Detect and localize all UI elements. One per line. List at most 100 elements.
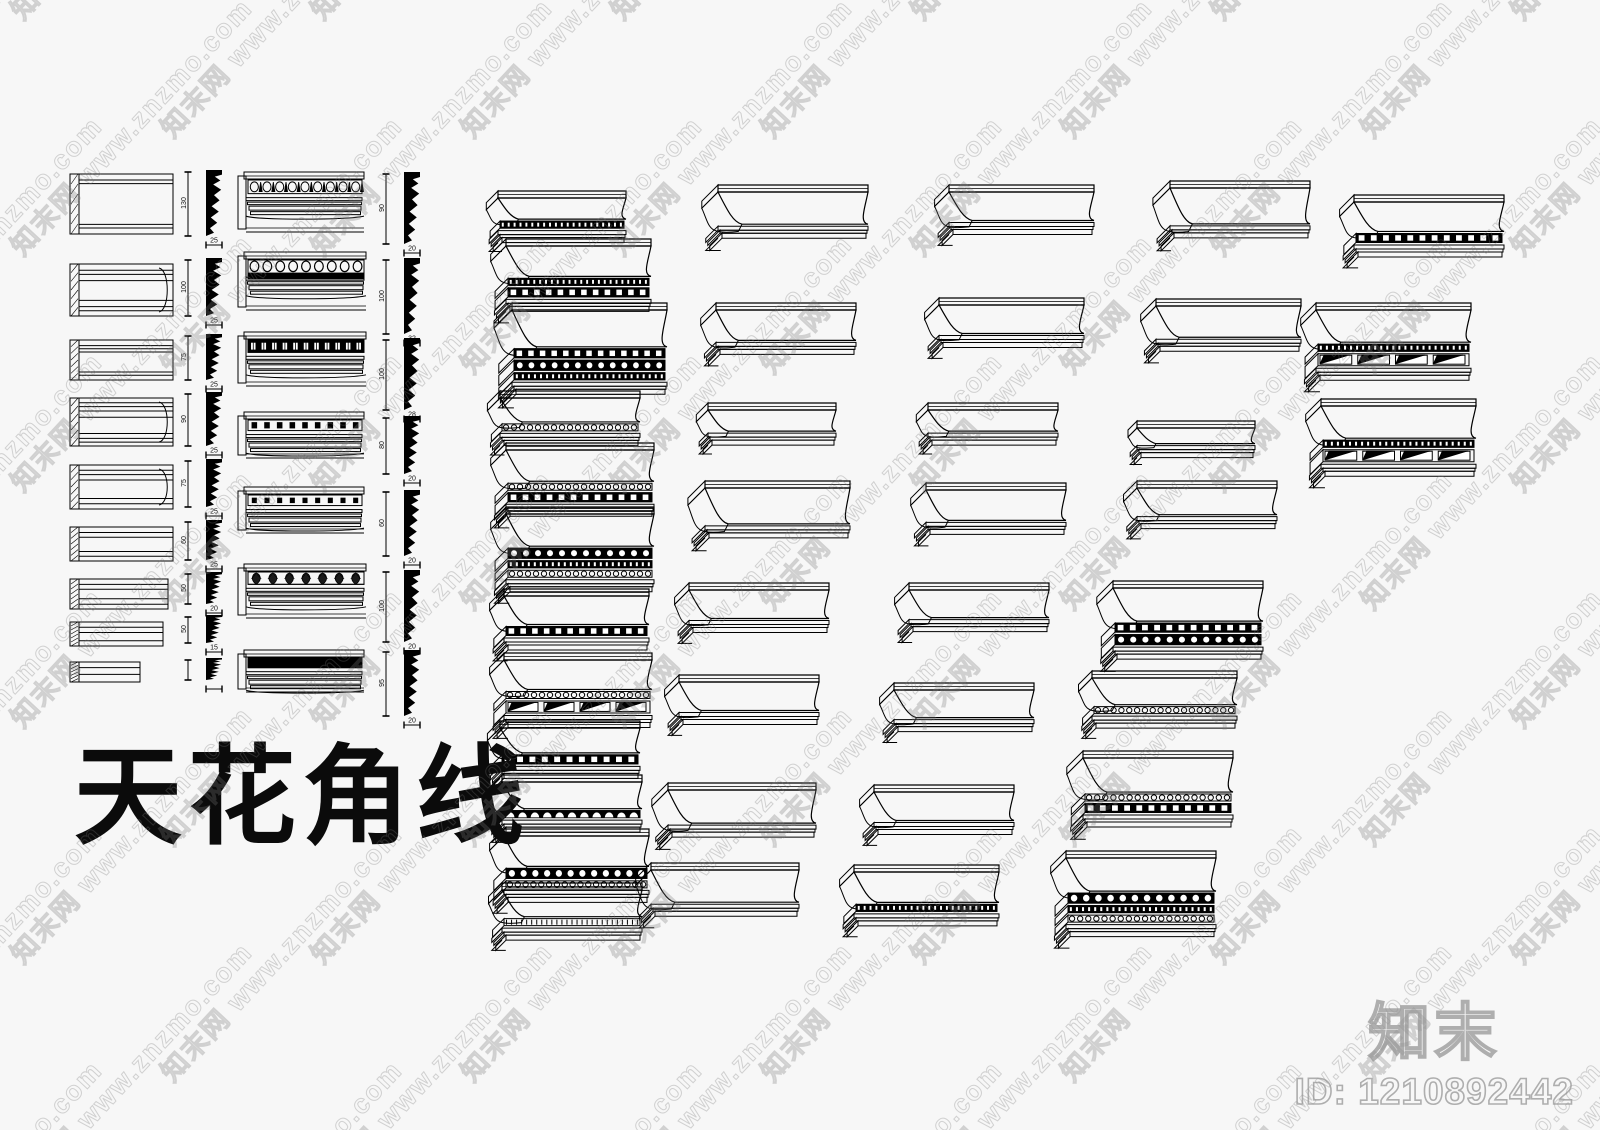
cornice-c2-r1 (680, 182, 880, 302)
profile-silhouette-shape (206, 170, 222, 236)
dimension-height: 75 (181, 353, 188, 361)
egg-and-dart-cornice (236, 170, 374, 242)
page-title: 天花角线 (74, 735, 531, 860)
cornice-c4-r1 (1130, 178, 1322, 308)
dimension-height: 90 (379, 204, 386, 212)
cornice-c4-r4 (1105, 478, 1289, 580)
cornice-c4-r6 (1060, 668, 1249, 770)
profile-silhouette-4: 90 25 (180, 392, 240, 472)
bead-and-reel-cornice (236, 250, 376, 320)
profile-silhouette-shape (404, 490, 420, 556)
watermark-text: 知末网 www.znzmo.com (1200, 0, 1460, 27)
cornice-c2-r8 (615, 860, 811, 978)
brand-id-label: ID: 1210892442 (1294, 1071, 1574, 1112)
watermark-text: 知末网 www.znzmo.com (0, 1050, 110, 1130)
dentil-and-bead-cornice (236, 330, 376, 396)
profile-silhouette-8: 50 15 (180, 615, 240, 669)
cornice-c3-r3 (900, 400, 1070, 486)
profile-silhouette-shape (206, 658, 222, 680)
watermark-text: 知末网 www.znzmo.com (155, 0, 409, 144)
cornice-c3-r4 (890, 480, 1078, 594)
cornice-c3-r7 (840, 782, 1026, 890)
dimension-height: 50 (181, 584, 188, 592)
cornice-c3-r5 (875, 580, 1061, 686)
dimension-height: 100 (379, 600, 386, 612)
watermark-text: 知末网 www.znzmo.com (755, 0, 1009, 144)
watermark-text: 知末网 www.znzmo.com (1355, 0, 1600, 144)
flat-fillet-band (68, 338, 181, 388)
watermark-text: 知末网 www.znzmo.com (1050, 1050, 1310, 1130)
cornice-c2-r7 (630, 780, 828, 902)
profile-silhouette-shape (404, 172, 420, 244)
cornice-c1-r1 (470, 188, 638, 274)
cornice-c2-r5 (655, 580, 841, 688)
watermark-text: 知末网 www.znzmo.com (600, 0, 860, 27)
cornice-c4-r3 (1115, 418, 1267, 486)
dimension-height: 95 (379, 679, 386, 687)
watermark-text: 知末网 www.znzmo.com (1500, 0, 1600, 27)
dimension-width: 25 (210, 238, 218, 245)
cornice-c5-r2 (1280, 300, 1483, 418)
cornice-c4-r8 (1030, 848, 1228, 968)
cornice-c5-r1 (1320, 192, 1516, 302)
profile-silhouette-shape (404, 338, 420, 410)
watermark-text: 知末网 www.znzmo.com (150, 1050, 410, 1130)
watermark-text: 知末网 www.znzmo.com (450, 1050, 710, 1130)
profile-silhouette-shape (206, 334, 222, 380)
dimension-width: 15 (210, 645, 218, 652)
profile-silhouette-shape (206, 520, 222, 560)
watermark-text: 知末网 www.znzmo.com (0, 0, 260, 27)
profile-silhouette-9 (180, 658, 240, 706)
cornice-c4-r2 (1120, 296, 1313, 412)
profile-silhouette-shape (404, 570, 420, 642)
profile-silhouette-shape (206, 392, 222, 446)
cornice-c1-r5 (470, 440, 666, 556)
dimension-height: 75 (181, 479, 188, 487)
profile-silhouette-shape (404, 258, 420, 334)
dimension-height: 90 (181, 415, 188, 423)
cornice-c1-r12 (470, 880, 654, 982)
cornice-c1-r4 (470, 388, 652, 482)
profile-dim-1: 90 20 (378, 172, 438, 270)
mini-cap-band (68, 660, 148, 690)
profile-silhouette-shape (404, 416, 420, 474)
slim-ovolo-band (68, 620, 171, 654)
watermark-text: 知末网 www.znzmo.com (0, 0, 110, 145)
dimension-height: 50 (181, 625, 188, 633)
dimension-height: 100 (379, 290, 386, 302)
dimension-width: 20 (408, 476, 416, 483)
cornice-c3-r2 (905, 295, 1096, 403)
cornice-c3-r6 (860, 680, 1046, 786)
cornice-c4-r7 (1045, 748, 1245, 872)
cornice-c5-r3 (1285, 396, 1488, 514)
watermark-text: 知末网 www.znzmo.com (1355, 582, 1600, 852)
cornice-c3-r8 (820, 862, 1011, 974)
watermark-text: 知末网 www.znzmo.com (455, 0, 709, 144)
dimension-width: 25 (210, 448, 218, 455)
plain-cap-cornice (236, 648, 374, 702)
cornice-c2-r2 (680, 300, 868, 414)
profile-dim-6: 100 20 (378, 570, 438, 668)
dimension-width: 25 (210, 318, 218, 325)
profile-silhouette-shape (206, 459, 222, 507)
dimension-width: 20 (408, 246, 416, 253)
ogee-bullnose-band (68, 262, 181, 324)
dimension-width: 20 (408, 644, 416, 651)
cornice-c2-r4 (665, 478, 862, 608)
watermark-text: 知末网 www.znzmo.com (5, 936, 259, 1130)
profile-silhouette-shape (206, 615, 222, 643)
watermark-text: 知末网 www.znzmo.com (1505, 700, 1600, 970)
cornice-c3-r1 (915, 182, 1106, 290)
cornice-c4-r5 (1075, 578, 1275, 700)
dimension-width: 25 (210, 562, 218, 569)
small-dentil-cornice (236, 410, 374, 468)
narrow-fillet-band (68, 525, 181, 569)
watermark-text: 知末网 www.znzmo.com (300, 0, 560, 27)
cornice-c1-r6 (470, 504, 666, 622)
